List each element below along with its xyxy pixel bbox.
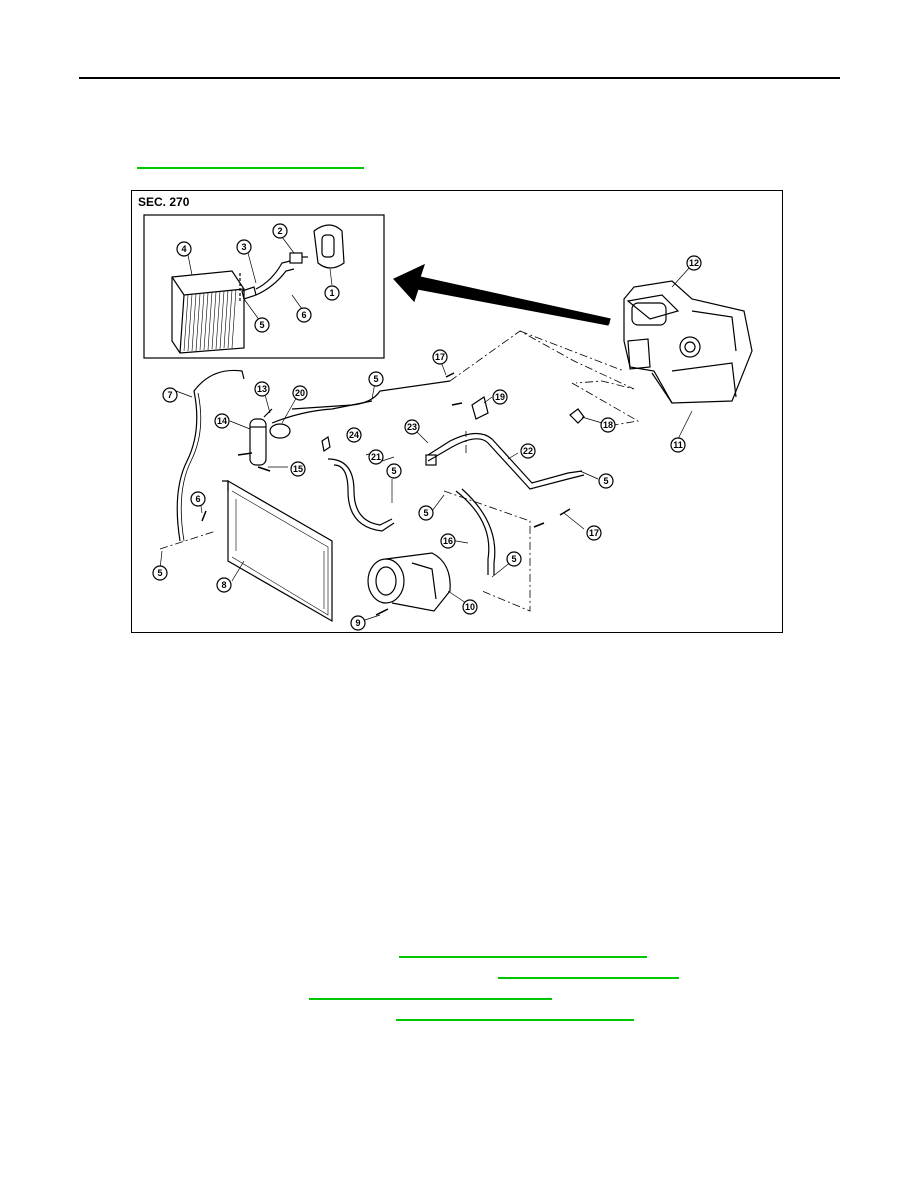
callout-16: 16	[440, 533, 456, 549]
bracket-24	[321, 436, 331, 452]
callout-22: 22	[520, 443, 536, 459]
flexible-hose	[327, 458, 393, 526]
header-rule	[79, 77, 840, 79]
callout-10: 10	[462, 599, 478, 615]
callout-5-left: 5	[152, 565, 168, 581]
svg-text:3: 3	[241, 242, 246, 252]
clip-18	[569, 408, 585, 424]
compressor	[367, 552, 451, 612]
svg-text:6: 6	[195, 494, 200, 504]
callout-19: 19	[492, 389, 508, 405]
diagram-figure: SEC. 270	[131, 190, 783, 633]
bracket-19	[471, 396, 489, 420]
grommet	[313, 224, 345, 269]
callout-15: 15	[290, 461, 306, 477]
svg-text:1: 1	[329, 288, 334, 298]
svg-text:5: 5	[391, 466, 396, 476]
svg-text:14: 14	[217, 416, 227, 426]
svg-text:5: 5	[511, 554, 516, 564]
callout-6: 6	[190, 491, 206, 507]
svg-text:18: 18	[603, 420, 613, 430]
callout-5-center: 5	[418, 505, 434, 521]
callout-5-inset: 5	[254, 317, 270, 333]
callout-2: 2	[272, 223, 288, 239]
callout-8: 8	[216, 577, 232, 593]
svg-text:15: 15	[293, 464, 303, 474]
callout-5-right: 5	[598, 473, 614, 489]
callout-24: 24	[346, 427, 362, 443]
svg-text:12: 12	[689, 258, 699, 268]
callout-3: 3	[236, 239, 252, 255]
callout-6-inset: 6	[296, 307, 312, 323]
svg-text:5: 5	[259, 320, 264, 330]
svg-text:5: 5	[423, 508, 428, 518]
svg-text:5: 5	[603, 476, 608, 486]
callout-21: 21	[368, 449, 384, 465]
callout-23: 23	[404, 419, 420, 435]
section-label: SEC. 270	[138, 195, 190, 209]
svg-text:16: 16	[443, 536, 453, 546]
evaporator-inset-frame	[143, 214, 385, 359]
heater-cooling-unit	[623, 280, 753, 404]
desiccant	[269, 423, 291, 439]
callout-7: 7	[162, 387, 178, 403]
svg-text:2: 2	[277, 226, 282, 236]
pipe-to-desiccant	[271, 400, 373, 424]
low-pressure-pipe	[176, 369, 245, 542]
callout-11: 11	[670, 437, 686, 453]
hyperlink-underline-2[interactable]	[399, 956, 647, 958]
callout-5-mid: 5	[386, 463, 402, 479]
bracket	[425, 454, 437, 466]
callout-18: 18	[600, 417, 616, 433]
callout-5-top: 5	[368, 371, 384, 387]
hyperlink-underline-3[interactable]	[498, 977, 679, 979]
liquid-tank	[249, 408, 273, 466]
hyperlink-underline-1[interactable]	[137, 167, 364, 169]
callout-14: 14	[214, 413, 230, 429]
svg-text:10: 10	[465, 602, 475, 612]
svg-text:17: 17	[435, 352, 445, 362]
svg-text:21: 21	[371, 452, 381, 462]
exploded-view-diagram: 4 3 2 1 5 6 12 11 17 5 7 13 20 19 18 14 …	[143, 214, 753, 631]
callout-12: 12	[686, 255, 702, 271]
svg-text:11: 11	[673, 440, 683, 450]
svg-text:7: 7	[167, 390, 172, 400]
callout-4: 4	[176, 241, 192, 257]
svg-text:13: 13	[257, 384, 267, 394]
callout-17-right: 17	[586, 525, 602, 541]
callout-20: 20	[292, 385, 308, 401]
callout-1: 1	[324, 285, 340, 301]
svg-text:23: 23	[407, 422, 417, 432]
expansion-valve	[239, 252, 308, 301]
high-pressure-pipe	[291, 380, 451, 410]
hyperlink-underline-5[interactable]	[396, 1019, 634, 1021]
low-pressure-flexible-hose	[455, 490, 490, 575]
svg-text:6: 6	[301, 310, 306, 320]
callout-9: 9	[350, 615, 366, 631]
svg-text:9: 9	[355, 618, 360, 628]
low-pressure-pipe-2	[427, 432, 583, 484]
direction-arrow	[393, 263, 611, 326]
callout-13: 13	[254, 381, 270, 397]
svg-text:17: 17	[589, 528, 599, 538]
svg-text:5: 5	[157, 568, 162, 578]
svg-text:4: 4	[181, 244, 186, 254]
svg-text:8: 8	[221, 580, 226, 590]
evaporator-core	[171, 270, 245, 354]
hyperlink-underline-4[interactable]	[309, 998, 552, 1000]
svg-text:22: 22	[523, 446, 533, 456]
callout-17-top: 17	[432, 349, 448, 365]
svg-text:5: 5	[373, 374, 378, 384]
svg-text:24: 24	[349, 430, 359, 440]
condenser	[222, 479, 333, 623]
callout-5-lower: 5	[506, 551, 522, 567]
svg-text:20: 20	[295, 388, 305, 398]
svg-text:19: 19	[495, 392, 505, 402]
